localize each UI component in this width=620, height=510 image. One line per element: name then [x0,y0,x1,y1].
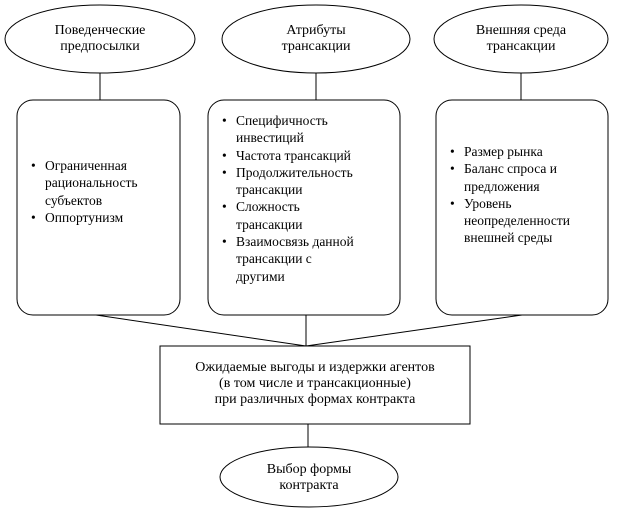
list-item: Специфичность инвестиций [222,112,354,147]
node-environment-label: Внешняя среда трансакции [475,23,567,54]
connector-behavioral-to-center [95,314,307,347]
list-item: Взаимосвязь данной трансакции с другими [222,233,354,285]
list-item: Ограниченная рациональность субъектов [31,157,138,209]
list-item: Частота трансакций [222,147,354,165]
list-item: Продолжительность трансакции [222,164,354,199]
list-item: Оппортунизм [31,209,138,227]
list-item: Баланс спроса и предложения [450,160,570,195]
environment-factors-list: Размер рынка Баланс спроса и предложения… [450,143,570,247]
list-item: Сложность трансакции [222,198,354,233]
center-box-label: Ожидаемые выгоды и издержки агентов (в т… [195,360,435,407]
attribute-factors-list: Специфичность инвестиций Частота трансак… [222,112,354,285]
result-ellipse [219,446,399,508]
node-attributes-label: Атрибуты трансакции [281,23,351,54]
list-item: Уровень неопределенности внешней среды [450,195,570,247]
result-label: Выбор формы контракта [266,462,352,493]
center-box [159,345,471,425]
box-attributes [207,99,401,316]
behavioral-factors-list: Ограниченная рациональность субъектов Оп… [31,157,138,226]
node-behavioral-label: Поведенческие предпосылки [54,23,146,54]
connector-environment-to-center [305,314,523,347]
list-item: Размер рынка [450,143,570,161]
